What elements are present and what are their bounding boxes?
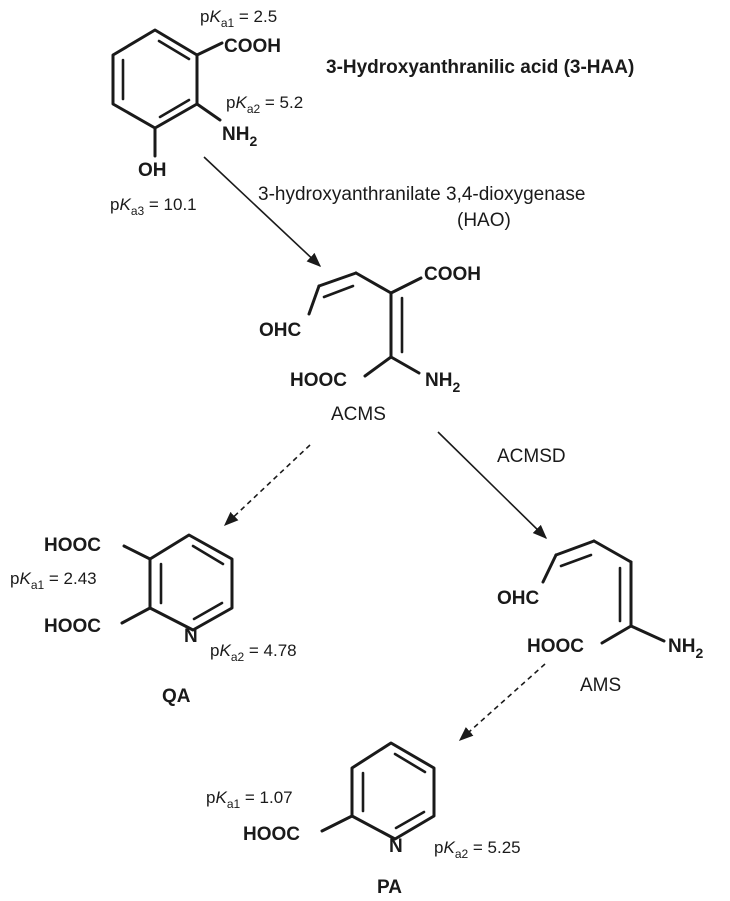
- pa-compound-name: PA: [377, 877, 402, 898]
- ams-compound-name: AMS: [580, 675, 621, 696]
- haa-pka2: pKa2 = 5.2: [226, 93, 303, 116]
- ams-hooc-label: HOOC: [527, 636, 584, 657]
- haa-amine-label: NH2: [222, 124, 257, 149]
- ams-to-pa-arrow: [458, 663, 546, 741]
- acms-bonds: [307, 271, 423, 378]
- ams-bonds: [541, 539, 666, 645]
- ams-ohc-label: OHC: [497, 588, 540, 609]
- pa-pka1: pKa1 = 1.07: [206, 788, 293, 811]
- acms-hooc-label: HOOC: [290, 370, 347, 391]
- haa-pka1: pKa1 = 2.5: [200, 7, 277, 30]
- acms-cooh-label: COOH: [424, 264, 481, 285]
- hao-enzyme-name: 3-hydroxyanthranilate 3,4-dioxygenase: [258, 184, 585, 205]
- hao-enzyme-abbr: (HAO): [457, 210, 511, 231]
- acmsd-reaction-arrow: ACMSD: [437, 431, 566, 540]
- acms-molecule: COOH OHC HOOC NH2 ACMS: [259, 264, 481, 425]
- qa-nitrogen-label: N: [184, 626, 198, 647]
- haa-ring-bonds: [111, 28, 224, 158]
- pa-pka2: pKa2 = 5.25: [434, 838, 521, 861]
- qa-compound-name: QA: [162, 686, 191, 707]
- ams-amine-label: NH2: [668, 636, 703, 661]
- qa-ring-bonds: [120, 533, 234, 632]
- haa-molecule: COOH NH2 OH pKa1 = 2.5 pKa2 = 5.2 pKa3 =…: [110, 7, 634, 218]
- haa-hydroxyl-label: OH: [138, 160, 167, 181]
- acms-amine-label: NH2: [425, 370, 460, 395]
- qa-hooc-bottom-label: HOOC: [44, 616, 101, 637]
- haa-compound-name: 3-Hydroxyanthranilic acid (3-HAA): [326, 57, 634, 78]
- pa-nitrogen-label: N: [389, 836, 403, 857]
- pa-molecule: HOOC N pKa1 = 1.07 pKa2 = 5.25 PA: [206, 741, 521, 898]
- ams-molecule: OHC HOOC NH2 AMS: [497, 539, 703, 696]
- pa-hooc-label: HOOC: [243, 824, 300, 845]
- haa-cooh-label: COOH: [224, 36, 281, 57]
- haa-pka3: pKa3 = 10.1: [110, 195, 197, 218]
- acms-compound-name: ACMS: [331, 404, 386, 425]
- qa-molecule: HOOC HOOC N pKa1 = 2.43 pKa2 = 4.78 QA: [10, 533, 297, 707]
- acms-to-qa-arrow: [223, 444, 311, 526]
- acms-ohc-label: OHC: [259, 320, 302, 341]
- qa-hooc-top-label: HOOC: [44, 535, 101, 556]
- qa-pka1: pKa1 = 2.43: [10, 569, 97, 592]
- acmsd-enzyme-name: ACMSD: [497, 446, 566, 467]
- pa-ring-bonds: [320, 741, 436, 841]
- hao-reaction-arrow: 3-hydroxyanthranilate 3,4-dioxygenase (H…: [203, 156, 585, 267]
- qa-pka2: pKa2 = 4.78: [210, 641, 297, 664]
